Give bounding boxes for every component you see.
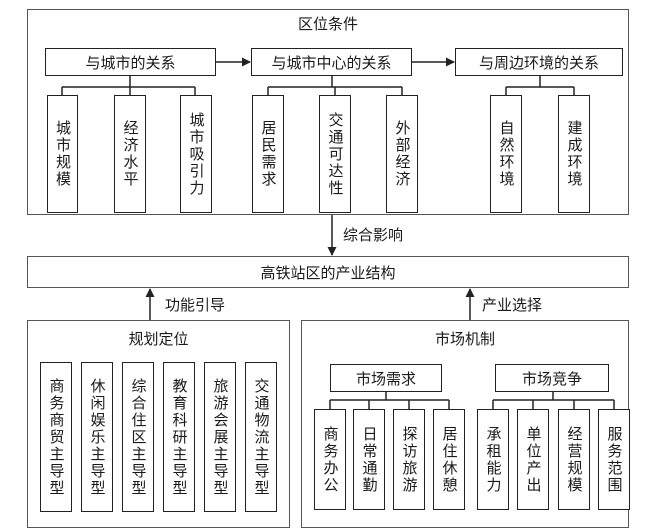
competition-rent-capacity: 承租能力 [477, 409, 509, 510]
factor-economic-level: 经济水平 [114, 95, 146, 213]
type-tourism-exhibition: 旅游会展主导型 [204, 362, 236, 512]
type-transport-logistics: 交通物流主导型 [245, 362, 277, 512]
market-demand-box: 市场需求 [330, 364, 442, 392]
market-competition-box: 市场竞争 [495, 364, 609, 392]
industry-selection-label: 产业选择 [482, 296, 543, 314]
type-education-research: 教育科研主导型 [163, 362, 195, 512]
type-business-trade: 商务商贸主导型 [40, 362, 72, 512]
industrial-structure-box [27, 256, 629, 288]
competition-unit-output: 单位产出 [517, 409, 549, 510]
factor-city-attraction: 城市吸引力 [180, 95, 212, 213]
factor-external-economy: 外部经济 [386, 95, 418, 213]
factor-resident-demand: 居民需求 [252, 95, 284, 213]
influence-label: 综合影响 [343, 226, 404, 244]
factor-accessibility: 交通可达性 [319, 95, 351, 213]
type-leisure-entertainment: 休闲娱乐主导型 [81, 362, 113, 512]
market-mechanism-title: 市场机制 [434, 329, 495, 348]
competition-service-range: 服务范围 [598, 409, 630, 510]
relation-box-city: 与城市的关系 [45, 48, 216, 76]
relation-box-city-center: 与城市中心的关系 [251, 48, 412, 76]
type-comprehensive-residential: 综合住区主导型 [122, 362, 154, 512]
competition-business-scale: 经营规模 [558, 409, 590, 510]
demand-visit-travel: 探访旅游 [393, 409, 425, 510]
factor-city-scale: 城市规模 [47, 95, 78, 213]
planning-positioning-title: 规划定位 [128, 329, 189, 348]
industrial-structure-title: 高铁站区的产业结构 [260, 263, 396, 282]
location-conditions-title: 区位条件 [297, 14, 358, 33]
demand-residence-rest: 居住休憩 [433, 409, 465, 510]
demand-daily-commute: 日常通勤 [353, 409, 385, 510]
factor-natural-environment: 自然环境 [490, 95, 522, 213]
function-guidance-label: 功能引导 [165, 296, 226, 314]
relation-box-surroundings: 与周边环境的关系 [455, 48, 623, 76]
factor-built-environment: 建成环境 [558, 95, 590, 213]
demand-business-office: 商务办公 [314, 409, 346, 510]
